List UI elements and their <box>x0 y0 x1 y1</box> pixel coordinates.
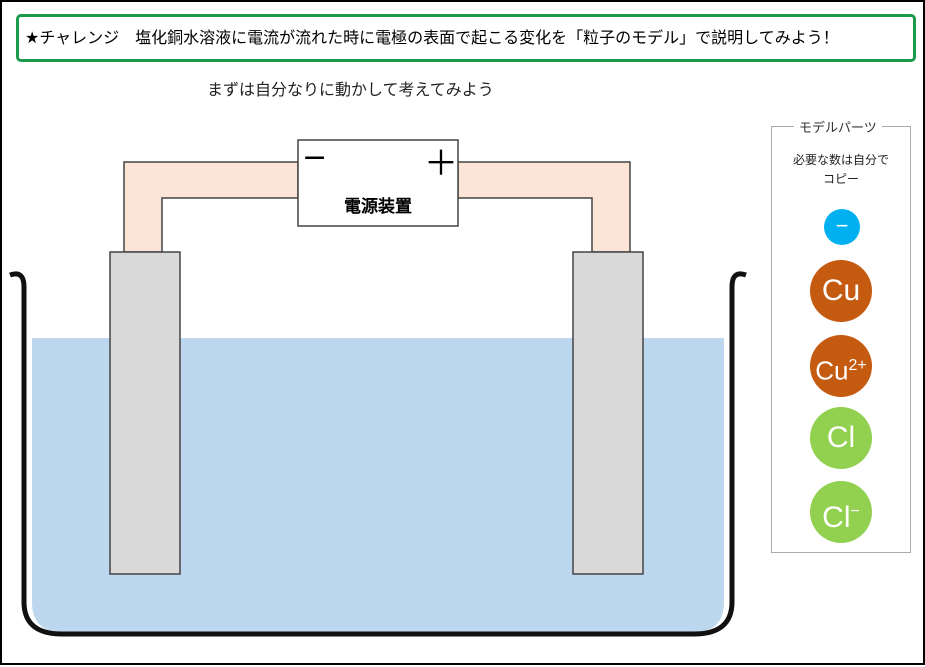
model-parts-panel: モデルパーツ 必要な数は自分でコピー − Cu Cu2+ Cl Cl− <box>771 117 911 553</box>
particle-label: Cl <box>822 501 851 534</box>
chloride-ion-particle[interactable]: Cl− <box>810 481 872 543</box>
copper-ion-particle[interactable]: Cu2+ <box>810 335 872 397</box>
right-wire <box>457 161 631 253</box>
particle-label: Cl <box>826 421 856 454</box>
copper-atom-particle[interactable]: Cu <box>810 260 872 322</box>
solution <box>32 338 724 632</box>
negative-terminal: − <box>302 140 328 175</box>
particle-label: − <box>835 213 849 238</box>
parts-title: モデルパーツ <box>794 117 882 136</box>
particle-charge: 2+ <box>848 357 867 374</box>
power-supply-box <box>297 139 459 227</box>
particle-charge: − <box>850 503 860 520</box>
beaker <box>9 271 747 637</box>
challenge-banner: ★チャレンジ 塩化銅水溶液に電流が流れた時に電極の表面で起こる変化を「粒子のモデ… <box>16 14 916 62</box>
left-wire <box>123 161 299 253</box>
anode-electrode <box>572 251 644 575</box>
instruction-text: まずは自分なりに動かして考えてみよう <box>207 80 494 99</box>
note-line-1: 必要な数は自分で <box>792 153 889 167</box>
parts-note: 必要な数は自分でコピー <box>772 151 910 189</box>
chlorine-atom-particle[interactable]: Cl <box>810 407 872 469</box>
positive-terminal: ＋ <box>424 144 458 184</box>
particle-label: Cu <box>821 274 861 307</box>
cathode-electrode <box>109 251 181 575</box>
electron-particle[interactable]: − <box>824 209 860 245</box>
note-line-2: コピー <box>822 172 859 186</box>
power-supply-label: 電源装置 <box>344 197 412 217</box>
particle-label: Cu <box>815 355 849 386</box>
